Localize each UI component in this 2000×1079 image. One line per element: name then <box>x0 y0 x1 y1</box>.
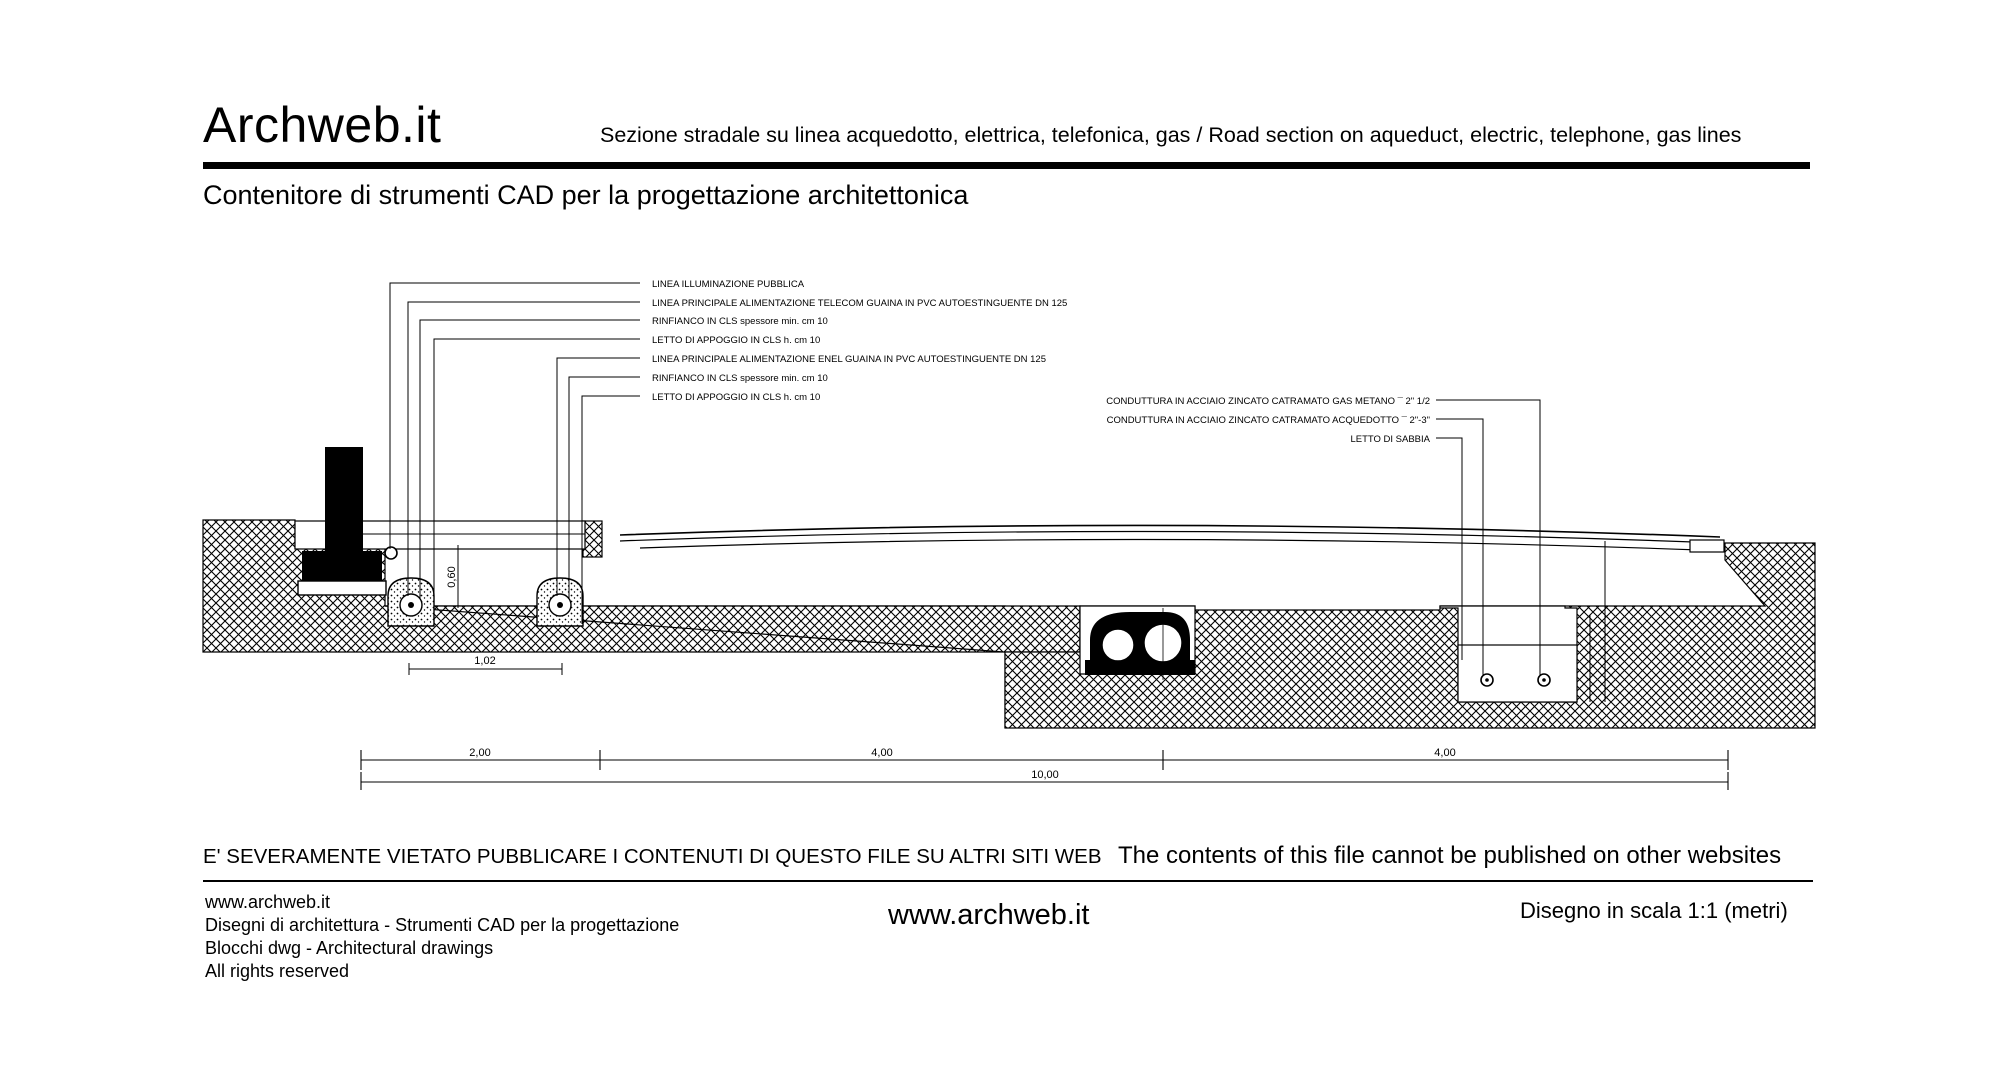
lamp-post <box>325 447 363 552</box>
dim-seg-1: 2,00 <box>469 747 490 759</box>
copyright-warning-it: E' SEVERAMENTE VIETATO PUBBLICARE I CONT… <box>203 845 1102 868</box>
telecom-conduit <box>387 577 435 627</box>
lamp-foundation-bed <box>297 580 387 596</box>
note-gas-pipe: CONDUTTURA IN ACCIAIO ZINCATO CATRAMATO … <box>1106 396 1430 407</box>
note-sand-bed: LETTO DI SABBIA <box>1350 434 1430 445</box>
dim-seg-3: 4,00 <box>1434 747 1455 759</box>
header-divider <box>203 162 1810 169</box>
note-public-lighting: LINEA ILLUMINAZIONE PUBBLICA <box>652 279 805 290</box>
footer-description-line: Disegni di architettura - Strumenti CAD … <box>205 915 680 935</box>
drawing-title: Sezione stradale su linea acquedotto, el… <box>600 123 1742 147</box>
sand-bed <box>1457 644 1578 703</box>
copyright-warning-en: The contents of this file cannot be publ… <box>1118 842 1782 869</box>
road-surface <box>619 524 1721 538</box>
lamp-post-foundation <box>302 551 382 581</box>
footer-site-link[interactable]: www.archweb.it <box>888 899 1090 931</box>
note-water-pipe: CONDUTTURA IN ACCIAIO ZINCATO CATRAMATO … <box>1107 415 1430 426</box>
dim-pipes-spacing: 1,02 <box>474 655 495 667</box>
footer-divider <box>203 880 1813 882</box>
note-enel-bed: LETTO DI APPOGGIO IN CLS h. cm 10 <box>652 392 820 403</box>
note-telecom-bed: LETTO DI APPOGGIO IN CLS h. cm 10 <box>652 335 820 346</box>
note-telecom-infill: RINFIANCO IN CLS spessore min. cm 10 <box>652 316 828 327</box>
archweb-logo: Archweb.it <box>203 97 442 153</box>
drawing-scale: Disegno in scala 1:1 (metri) <box>1520 898 1788 923</box>
footer-rights-line: All rights reserved <box>205 961 350 981</box>
dim-seg-2: 4,00 <box>871 747 892 759</box>
notes-right: CONDUTTURA IN ACCIAIO ZINCATO CATRAMATO … <box>1106 396 1430 445</box>
enel-conduit <box>536 577 584 627</box>
note-enel-line: LINEA PRINCIPALE ALIMENTAZIONE ENEL GUAI… <box>652 354 1046 365</box>
road-base <box>639 538 1701 551</box>
dim-depth: 0,60 <box>446 566 458 587</box>
gas-pipe-icon <box>1480 673 1494 687</box>
road-surface-lower <box>619 530 1721 544</box>
notes-left: LINEA ILLUMINAZIONE PUBBLICA LINEA PRINC… <box>652 279 1067 403</box>
note-telecom-line: LINEA PRINCIPALE ALIMENTAZIONE TELECOM G… <box>652 298 1067 309</box>
kerb-left <box>582 520 603 558</box>
water-pipe-icon <box>1537 673 1551 687</box>
dimension-chain <box>360 750 1729 790</box>
footer-website-line[interactable]: www.archweb.it <box>205 892 331 912</box>
leaders-right <box>1436 399 1541 676</box>
leaders-left <box>389 282 640 624</box>
kerb-right <box>1689 539 1725 553</box>
pipes-spacing-dimension <box>408 663 563 675</box>
double-pipe-block <box>1085 608 1195 680</box>
dim-total: 10,00 <box>1031 769 1059 781</box>
subtitle: Contenitore di strumenti CAD per la prog… <box>203 180 969 210</box>
public-lighting-cable-icon <box>384 546 398 560</box>
note-enel-infill: RINFIANCO IN CLS spessore min. cm 10 <box>652 373 828 384</box>
footer-blocks-line: Blocchi dwg - Architectural drawings <box>205 938 494 958</box>
